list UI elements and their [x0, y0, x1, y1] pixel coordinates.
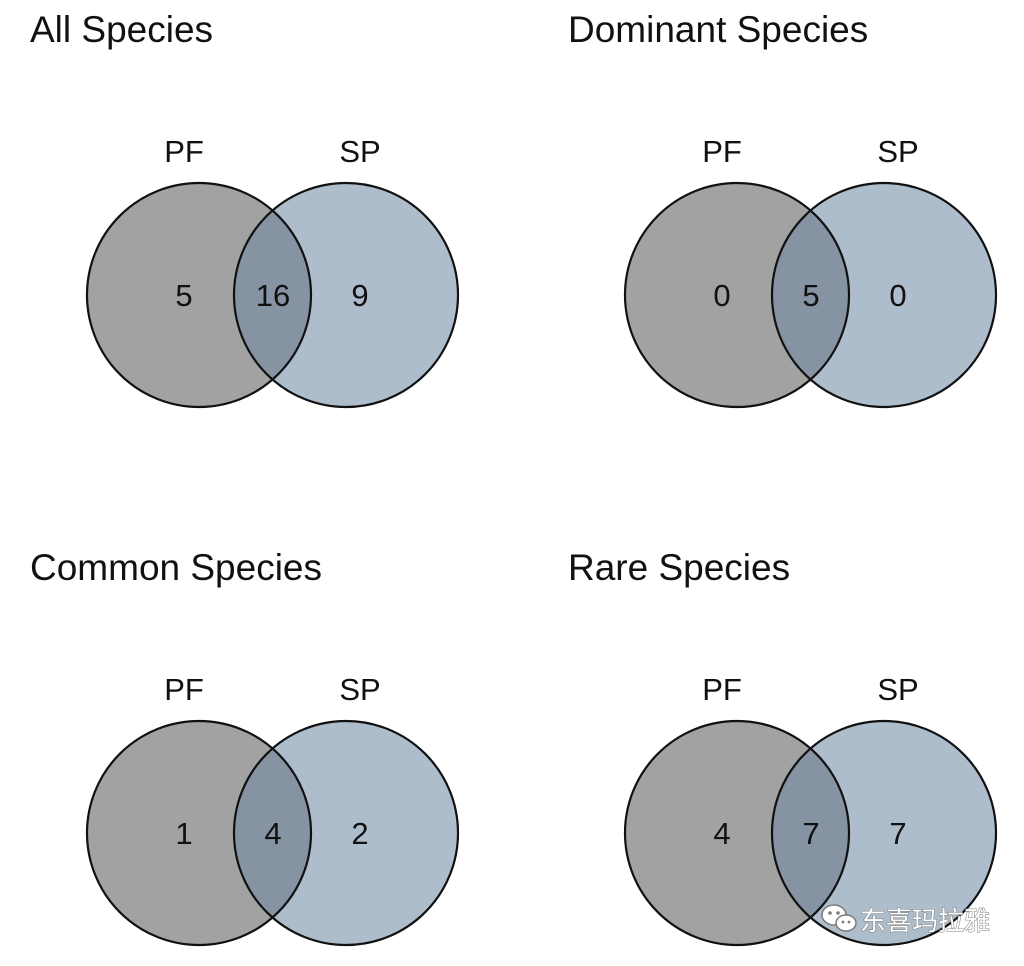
overlap-region: [234, 721, 311, 945]
panel-title: Dominant Species: [568, 9, 868, 50]
count-overlap: 5: [802, 278, 819, 313]
count-overlap: 4: [264, 816, 281, 851]
set-outline-sp: [232, 719, 460, 947]
count-overlap: 7: [802, 816, 819, 851]
set-label-pf: PF: [164, 134, 204, 169]
count-sp-only: 9: [351, 278, 368, 313]
wechat-icon: [821, 904, 857, 932]
count-sp-only: 2: [351, 816, 368, 851]
count-pf-only: 5: [175, 278, 192, 313]
set-outline-pf: [85, 719, 313, 947]
set-label-sp: SP: [877, 672, 918, 707]
set-outline-pf: [85, 181, 313, 409]
count-pf-only: 1: [175, 816, 192, 851]
set-outline-sp: [770, 181, 998, 409]
set-label-sp: SP: [339, 134, 380, 169]
set-label-pf: PF: [702, 134, 742, 169]
set-label-pf: PF: [702, 672, 742, 707]
set-outline-sp: [232, 181, 460, 409]
venn-panel-rare-species: Rare Species PF SP 4 7 7: [568, 547, 998, 947]
set-label-sp: SP: [877, 134, 918, 169]
venn-panel-all-species: All Species PF SP 5 16 9: [30, 9, 460, 409]
panel-title: Common Species: [30, 547, 322, 588]
count-sp-only: 7: [889, 816, 906, 851]
set-outline-sp: [770, 719, 998, 947]
overlap-region: [772, 721, 849, 945]
venn-panel-dominant-species: Dominant Species PF SP 0 5 0: [568, 9, 998, 409]
count-pf-only: 0: [713, 278, 730, 313]
venn-panel-common-species: Common Species PF SP 1 4 2: [30, 547, 460, 947]
overlap-region: [772, 183, 849, 407]
watermark: 东喜玛拉雅: [821, 904, 991, 938]
count-overlap: 16: [256, 278, 290, 313]
set-label-sp: SP: [339, 672, 380, 707]
set-outline-pf: [623, 181, 851, 409]
count-pf-only: 4: [713, 816, 730, 851]
panel-title: Rare Species: [568, 547, 790, 588]
panel-title: All Species: [30, 9, 213, 50]
set-label-pf: PF: [164, 672, 204, 707]
set-outline-pf: [623, 719, 851, 947]
overlap-region: [234, 183, 311, 407]
count-sp-only: 0: [889, 278, 906, 313]
watermark-text: 东喜玛拉雅: [860, 907, 990, 937]
